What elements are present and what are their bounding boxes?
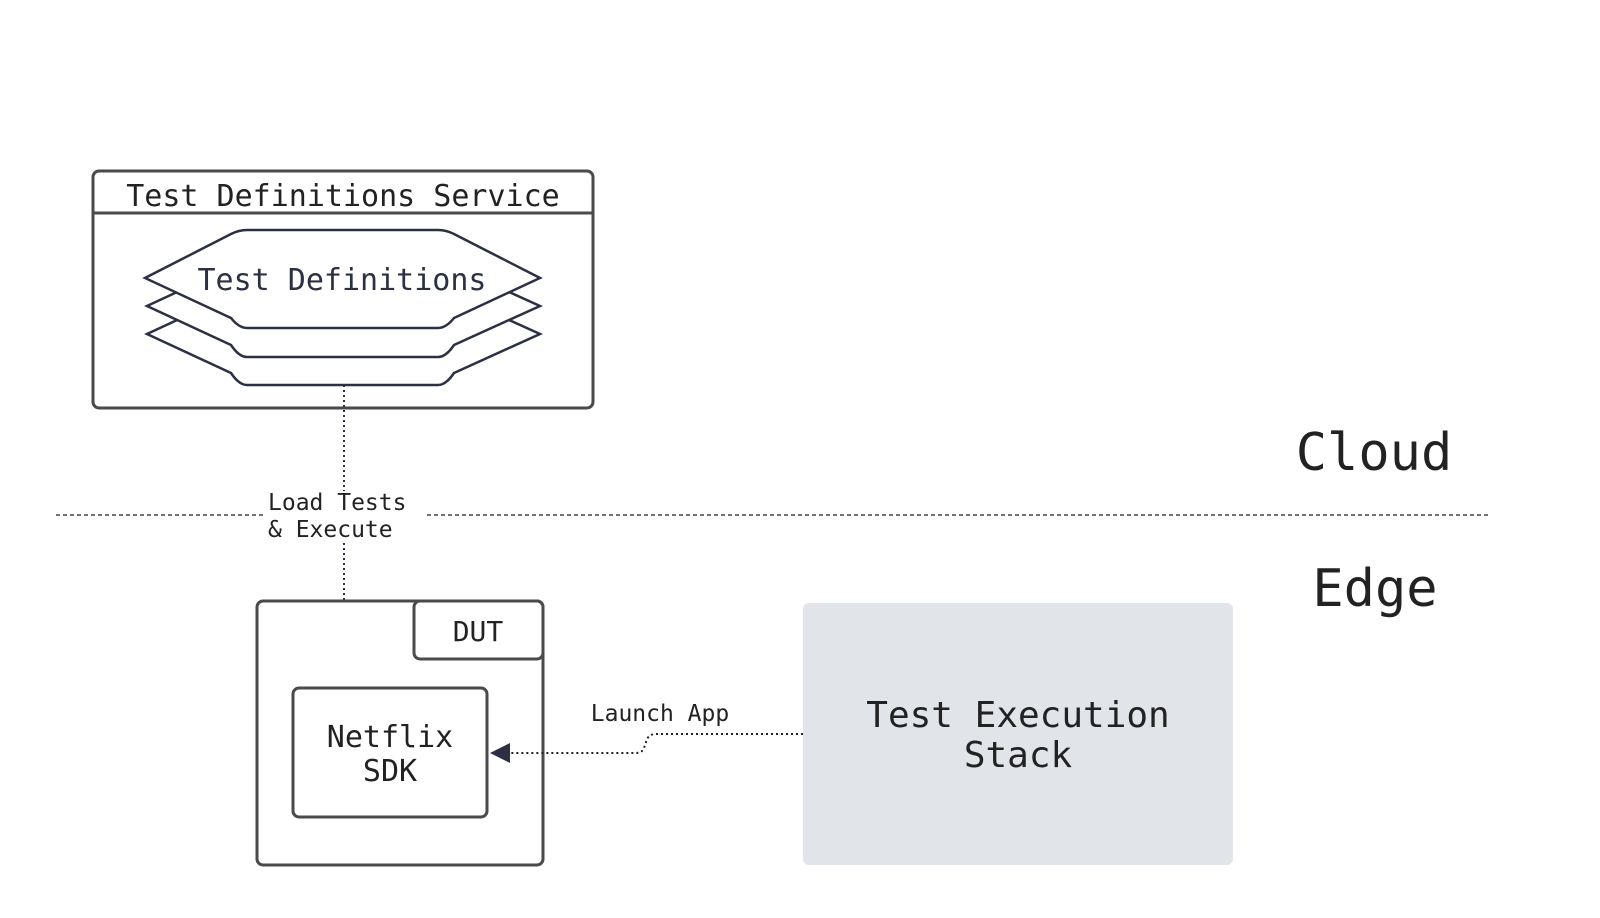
test-definitions-store: Test Definitions — [142, 228, 544, 387]
dut-label: DUT — [453, 615, 504, 648]
launch-app-label: Launch App — [591, 701, 729, 727]
execution-stack-line2: Stack — [964, 735, 1073, 776]
netflix-sdk-line1: Netflix — [327, 720, 453, 755]
store-layer-top — [142, 228, 543, 330]
load-label-line2: & Execute — [268, 517, 393, 543]
netflix-sdk-line2: SDK — [363, 754, 417, 789]
store-label: Test Definitions — [198, 263, 487, 298]
netflix-sdk-box — [291, 686, 489, 819]
cloud-zone-label: Cloud — [1296, 423, 1453, 483]
load-tests-connector: Load Tests & Execute — [264, 385, 424, 686]
test-execution-stack: Test Execution Stack — [803, 603, 1233, 865]
load-label-line1: Load Tests — [268, 490, 406, 516]
dut-tab — [412, 599, 545, 661]
edge-zone-label: Edge — [1312, 559, 1437, 619]
service-title: Test Definitions Service — [126, 179, 559, 214]
launch-app-connector: Launch App — [490, 701, 803, 763]
execution-stack-line1: Test Execution — [866, 695, 1169, 736]
load-label-background — [264, 491, 424, 543]
execution-stack-box — [803, 603, 1233, 865]
test-definitions-service: Test Definitions Service Test Definition… — [91, 169, 595, 410]
launch-connector-line — [490, 733, 803, 763]
dut-container: DUT Netflix SDK — [255, 599, 545, 867]
